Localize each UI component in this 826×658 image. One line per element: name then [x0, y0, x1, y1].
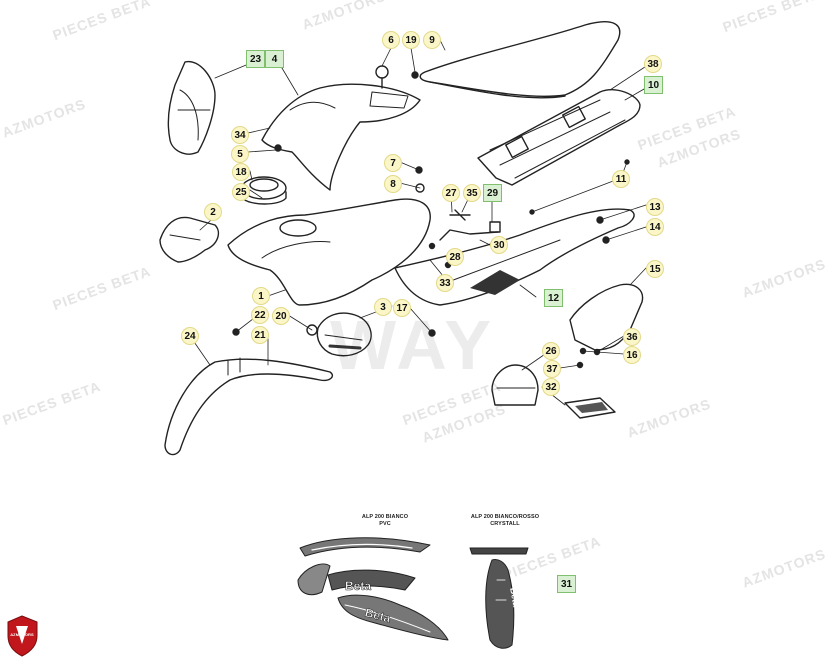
decal-label-left-2: PVC [379, 521, 391, 527]
callout-36: 36 [623, 328, 641, 346]
callout-20: 20 [272, 307, 290, 325]
callout-13: 13 [646, 198, 664, 216]
side-shroud-part [261, 83, 421, 191]
callout-8: 8 [384, 175, 402, 193]
callout-31: 31 [557, 575, 576, 593]
callout-12: 12 [544, 289, 563, 307]
callout-2: 2 [204, 203, 222, 221]
callout-14: 14 [646, 218, 664, 236]
decal-brand-text: Beta [363, 605, 392, 625]
fuel-tank-part [227, 198, 431, 306]
callout-24: 24 [181, 327, 199, 345]
decal-brand-text: Beta [508, 587, 521, 609]
callout-7: 7 [384, 154, 402, 172]
decal-label-right-2: CRYSTALL [490, 521, 520, 527]
callout-5: 5 [231, 145, 249, 163]
callout-30: 30 [490, 236, 508, 254]
decal-brand-text: Beta [345, 579, 371, 593]
callout-21: 21 [251, 326, 269, 344]
side-panel-part [159, 216, 220, 263]
callout-33: 33 [436, 274, 454, 292]
decal-kit-left [297, 537, 449, 641]
rear-flap-part [569, 283, 644, 351]
decal-label-left-1: ALP 200 BIANCO [361, 514, 409, 520]
callout-37: 37 [543, 360, 561, 378]
callout-17: 17 [393, 299, 411, 317]
callout-19: 19 [402, 31, 420, 49]
callout-3: 3 [374, 298, 392, 316]
callout-26: 26 [542, 342, 560, 360]
callout-34: 34 [231, 126, 249, 144]
callout-22: 22 [251, 306, 269, 324]
callout-28: 28 [446, 248, 464, 266]
headlight-mask-part [167, 60, 216, 155]
callout-32: 32 [542, 378, 560, 396]
rear-tray-part [477, 88, 641, 186]
callout-10: 10 [644, 76, 663, 94]
callout-4: 4 [265, 50, 284, 68]
decal-label-right-1: ALP 200 BIANCO/ROSSO [470, 514, 540, 520]
callout-11: 11 [612, 170, 630, 188]
callout-38: 38 [644, 55, 662, 73]
watermark-center: WAY [330, 306, 496, 384]
manual-part [564, 397, 616, 419]
front-fender-part [164, 358, 334, 456]
seat-base [429, 81, 566, 99]
decal-kit-right [469, 547, 529, 649]
rear-side-cover-part [394, 208, 635, 306]
radiator-scoop-part [316, 312, 372, 357]
callout-16: 16 [623, 346, 641, 364]
callout-9: 9 [423, 31, 441, 49]
seat-part [419, 21, 621, 98]
callout-1: 1 [252, 287, 270, 305]
callout-6: 6 [382, 31, 400, 49]
small-cover-part [491, 364, 539, 406]
callout-27: 27 [442, 184, 460, 202]
callout-29: 29 [483, 184, 502, 202]
callout-18: 18 [232, 163, 250, 181]
callout-15: 15 [646, 260, 664, 278]
callout-25: 25 [232, 183, 250, 201]
brand-logo-text: AZMOTORS [10, 632, 34, 637]
callout-35: 35 [463, 184, 481, 202]
callout-23: 23 [246, 50, 265, 68]
